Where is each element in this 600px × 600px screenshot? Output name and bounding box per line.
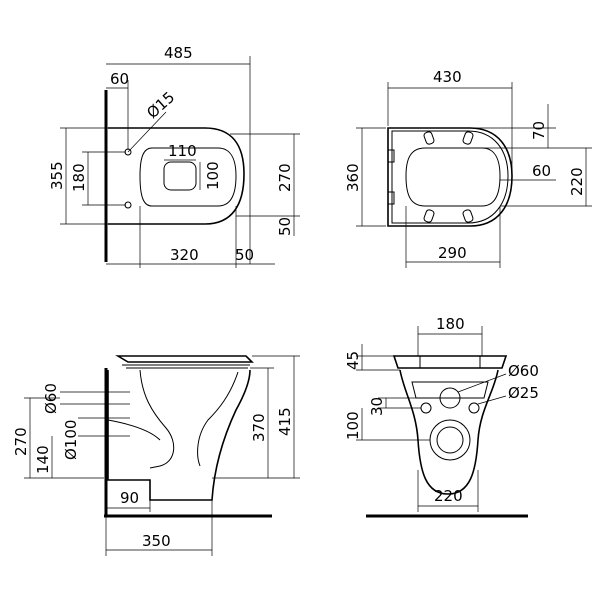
dim-140-label: 140	[34, 445, 52, 474]
dim-485-label: 485	[164, 44, 193, 62]
back-view-seat	[392, 355, 508, 369]
back-view-bowl-outline	[399, 369, 499, 495]
dim-phi25-label: Ø25	[508, 384, 539, 402]
dim-phi60-leader	[457, 373, 507, 393]
top-view: 485 60 Ø15 110 100 355 180 270 50	[48, 44, 300, 268]
seat-view-outline	[387, 127, 513, 227]
seat-view-bumper	[462, 209, 474, 223]
dim-100-label: 100	[204, 161, 222, 190]
side-view-bowl-body	[107, 369, 251, 501]
dim-320-label: 320	[170, 246, 199, 264]
seat-view-opening	[405, 147, 501, 207]
seat-view-bumper	[462, 131, 474, 145]
dim-phi60-label: Ø60	[42, 383, 60, 414]
dim-220-label: 220	[434, 487, 463, 505]
dim-70-label: 70	[530, 121, 548, 140]
seat-view-bumper	[423, 209, 435, 223]
dim-290-label: 290	[438, 244, 467, 262]
dim-415-label: 415	[276, 407, 294, 436]
side-view: Ø60 Ø100 270 140 370 415 90 350	[12, 355, 300, 556]
side-view-trapway	[139, 369, 175, 469]
dim-phi25-leader	[477, 395, 507, 405]
dim-45-label: 45	[344, 351, 362, 370]
top-view-bowl-outline	[108, 127, 245, 225]
dim-phi100-label: Ø100	[62, 420, 80, 460]
back-view: 180 45 Ø60 Ø25 30 100 220	[344, 315, 539, 518]
dim-50v-label: 50	[276, 217, 294, 236]
dim-90-label: 90	[120, 489, 139, 507]
dim-370-label: 370	[250, 413, 268, 442]
back-view-outlet-inner	[436, 426, 464, 454]
dim-270-label: 270	[276, 163, 294, 192]
dim-phi15-leader	[127, 111, 167, 153]
dim-430-label: 430	[433, 68, 462, 86]
seat-view-bumper	[423, 131, 435, 145]
side-view-seat	[115, 355, 254, 363]
dim-270-label: 270	[12, 427, 30, 456]
top-view-drain	[163, 161, 197, 191]
back-view-fixing-hole	[420, 402, 432, 414]
back-view-outlet-outer	[429, 419, 471, 461]
dim-180-label: 180	[436, 315, 465, 333]
dim-220-label: 220	[568, 167, 586, 196]
dim-355-label: 355	[48, 161, 66, 190]
dim-phi60-label: Ø60	[508, 362, 539, 380]
dim-100-label: 100	[344, 411, 362, 440]
seat-view-hinge	[387, 191, 395, 205]
seat-view-hinge	[387, 149, 395, 163]
top-view-inner-rim	[139, 147, 237, 207]
dim-110-label: 110	[168, 142, 197, 160]
dim-30-label: 30	[368, 397, 386, 416]
seat-view: 430 70 360 60 220 290	[344, 68, 592, 268]
dim-50h-label: 50	[235, 246, 254, 264]
side-view-inlet	[107, 419, 161, 441]
back-view-fixing-hole	[468, 402, 480, 414]
dim-360-label: 360	[344, 163, 362, 192]
dim-350-label: 350	[142, 532, 171, 550]
dim-60-label: 60	[110, 70, 129, 88]
back-view-recess	[411, 381, 489, 399]
seat-view-lid-edge	[391, 130, 509, 224]
dim-180-label: 180	[70, 163, 88, 192]
side-view-inner-line	[197, 371, 239, 467]
dim-phi15-label: Ø15	[143, 88, 178, 122]
dim-60-label: 60	[532, 162, 551, 180]
